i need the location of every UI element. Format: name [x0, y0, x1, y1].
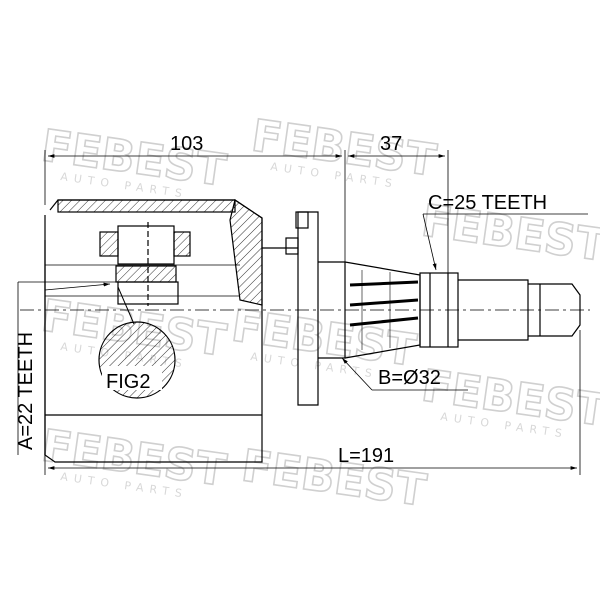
tripod-base-hatch — [115, 265, 177, 283]
c-teeth-leader — [422, 213, 437, 271]
flange-neck — [318, 261, 346, 359]
c-teeth-label: C=25 TEETH — [428, 192, 547, 214]
spline-2 — [349, 298, 419, 307]
spline-1 — [349, 280, 419, 287]
dim-c-teeth — [422, 213, 588, 271]
shaft — [344, 261, 581, 359]
dim-191 — [44, 330, 581, 475]
inner-teeth-arrow — [44, 282, 111, 291]
housing-end-hatch — [229, 199, 263, 306]
fig2-leader — [117, 286, 135, 325]
flange — [262, 211, 346, 406]
fig2-label-bg — [102, 366, 162, 390]
dim-103-label: 103 — [170, 133, 203, 155]
shaft-body — [458, 279, 529, 341]
dim-b-diameter — [341, 357, 468, 391]
shaft-seal-ring — [419, 272, 459, 348]
shaft-end — [528, 283, 581, 337]
flange-mid-tab — [285, 237, 299, 255]
dim-191-label: L=191 — [338, 445, 394, 467]
flange-plate — [297, 211, 319, 406]
dim-37 — [348, 150, 449, 273]
dim-37-label: 37 — [380, 133, 402, 155]
tripod-left-hatch — [99, 231, 119, 257]
housing — [44, 199, 263, 463]
watermark-8: FEBEST — [238, 440, 429, 516]
fig2-detail: FIG2 — [98, 286, 176, 399]
b-diameter-label: B=Ø32 — [378, 367, 441, 389]
housing-top-hatch — [57, 199, 236, 213]
tripod-roller — [117, 225, 175, 265]
spline-3 — [349, 316, 419, 327]
inner-teeth-label: A=22 TEETH — [15, 332, 37, 450]
inner-teeth-ref — [17, 264, 240, 455]
dim-103 — [44, 150, 346, 262]
fig2-label: FIG2 — [106, 371, 150, 393]
watermark-group: FEBEST FEBEST FEBEST FEBEST FEBEST FEBES… — [38, 110, 600, 518]
tripod-right-hatch — [173, 231, 191, 257]
b-leader — [341, 357, 373, 391]
